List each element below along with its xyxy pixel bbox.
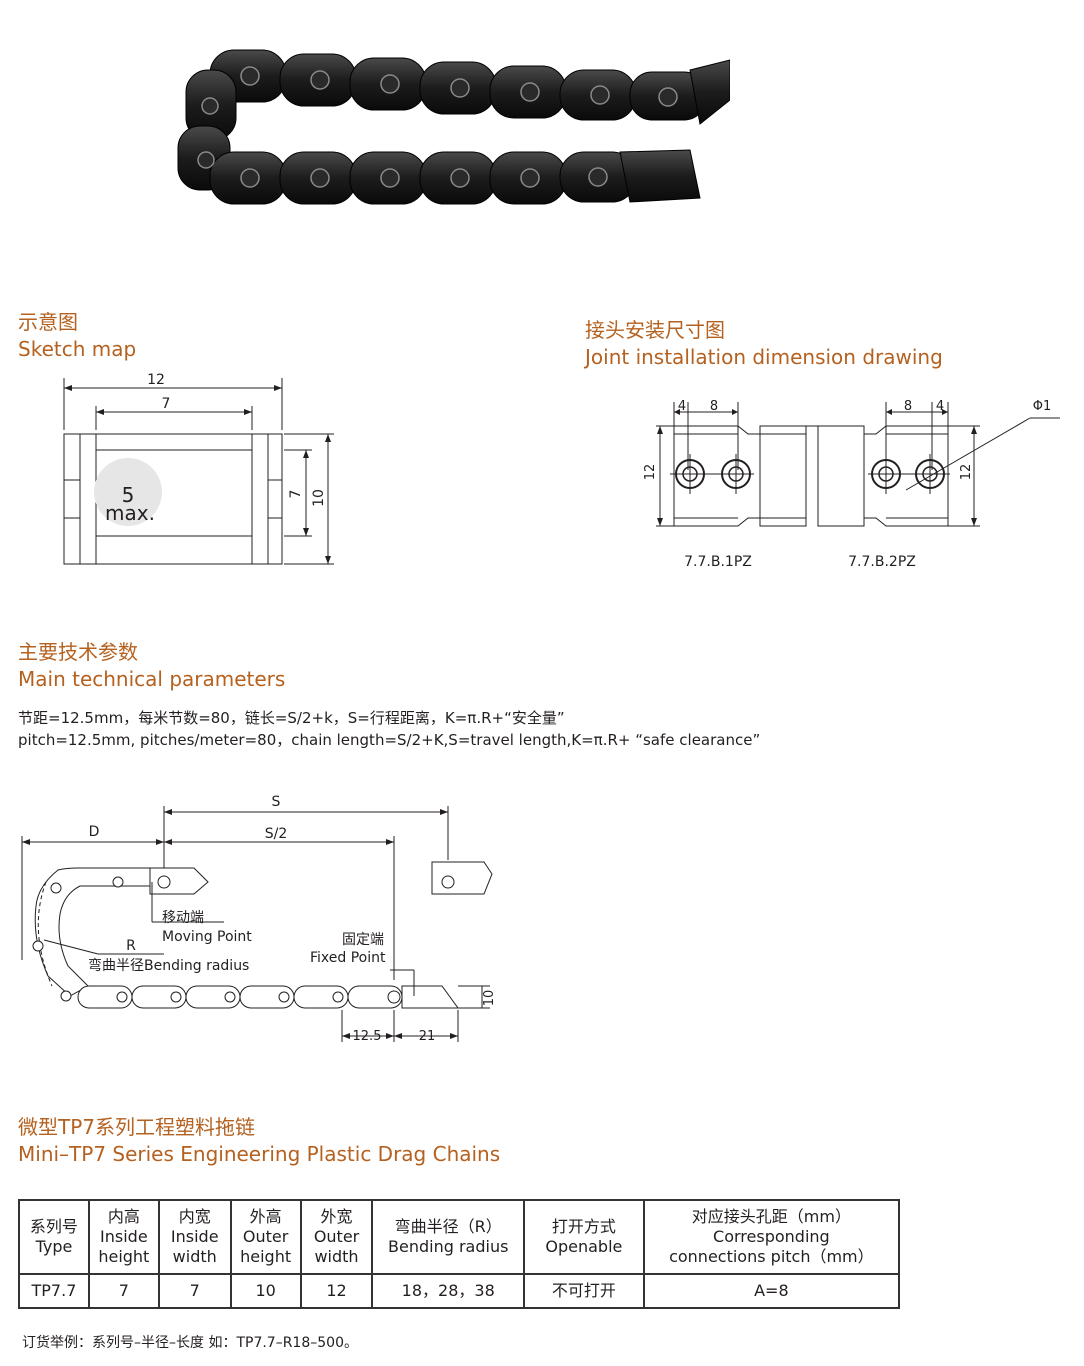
joint-heading-cn: 接头安装尺寸图 — [585, 318, 725, 342]
sketch-heading-cn: 示意图 — [18, 310, 78, 334]
cell-openable: 不可打开 — [522, 1273, 645, 1309]
layout-fixed-cn: 固定端 — [342, 932, 384, 948]
joint-dim-8-left: 8 — [710, 399, 718, 414]
cell-outer-width: 12 — [299, 1273, 374, 1309]
sketch-max-num: 5 — [122, 483, 135, 507]
table-row: TP7.7 7 7 10 12 18，28，38 不可打开 A=8 — [18, 1273, 901, 1309]
joint-dim-phi: Φ1 — [1033, 399, 1052, 414]
layout-moving-en: Moving Point — [162, 929, 252, 945]
layout-dim-21: 21 — [419, 1029, 436, 1044]
cell-inside-width: 7 — [157, 1273, 232, 1309]
joint-dim-12-left: 12 — [643, 464, 658, 481]
layout-S: S — [272, 794, 281, 810]
sketch-dim-10: 10 — [311, 489, 327, 507]
header-bending-radius: 弯曲半径（R）Bending radius — [371, 1199, 525, 1275]
joint-label-2pz: 7.7.B.2PZ — [848, 554, 916, 570]
layout-bending-label: 弯曲半径Bending radius — [88, 957, 249, 974]
series-heading-en: Mini–TP7 Series Engineering Plastic Drag… — [18, 1142, 501, 1166]
joint-label-1pz: 7.7.B.1PZ — [684, 554, 752, 570]
joint-heading-en: Joint installation dimension drawing — [585, 345, 943, 369]
sketch-max-label: max. — [105, 501, 155, 525]
layout-diagram: S S/2 D R 移动端 Moving Point 弯曲半径Bending r… — [21, 794, 497, 1044]
params-heading-en: Main technical parameters — [18, 667, 286, 691]
layout-fixed-en: Fixed Point — [310, 950, 386, 966]
layout-moving-cn: 移动端 — [162, 910, 204, 926]
joint-dim-4-right: 4 — [936, 399, 944, 414]
sketch-dim-7-side: 7 — [288, 490, 304, 499]
cell-bending-radius: 18，28，38 — [371, 1273, 525, 1309]
layout-D: D — [89, 824, 100, 840]
series-heading-cn: 微型TP7系列工程塑料拖链 — [18, 1115, 256, 1139]
cell-outer-height: 10 — [229, 1273, 302, 1309]
joint-dim-12-right: 12 — [959, 464, 974, 481]
order-example-note: 订货举例：系列号–半径–长度 如：TP7.7–R18–500。 — [22, 1335, 358, 1351]
layout-dim-12-5: 12.5 — [353, 1029, 382, 1044]
layout-dim-10: 10 — [482, 990, 497, 1007]
layout-S2: S/2 — [265, 826, 288, 842]
sketch-dim-7-top: 7 — [162, 396, 171, 412]
cell-type: TP7.7 — [18, 1273, 90, 1309]
joint-drawing: 4 8 8 4 Φ1 12 12 7.7.B.1PZ 7.7.B.2PZ — [643, 399, 1060, 570]
layout-R: R — [126, 938, 136, 954]
sketch-drawing: 12 7 5 max. 7 10 — [63, 372, 334, 565]
params-line-en: pitch=12.5mm, pitches/meter=80，chain len… — [18, 731, 761, 749]
joint-dim-4-left: 4 — [678, 399, 686, 414]
sketch-dim-12: 12 — [147, 372, 165, 388]
joint-dim-8-right: 8 — [904, 399, 912, 414]
params-heading-cn: 主要技术参数 — [18, 640, 138, 664]
cell-inside-height: 7 — [87, 1273, 160, 1309]
product-photo — [177, 49, 730, 205]
params-line-cn: 节距=12.5mm，每米节数=80，链长=S/2+k，S=行程距离，K=π.R+… — [18, 709, 565, 727]
sketch-heading-en: Sketch map — [18, 337, 137, 361]
cell-connections-pitch: A=8 — [642, 1273, 901, 1309]
